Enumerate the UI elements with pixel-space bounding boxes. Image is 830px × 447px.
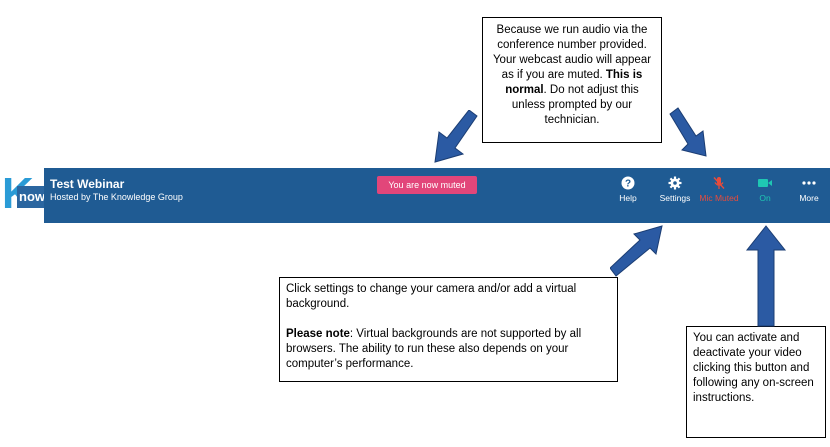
arrow-to-video <box>745 225 787 327</box>
muted-notification: You are now muted <box>377 176 477 194</box>
help-label: Help <box>619 193 637 203</box>
video-camera-icon <box>758 179 772 187</box>
gear-icon <box>668 176 682 190</box>
webinar-title: Test Webinar <box>50 177 125 191</box>
video-toggle-button[interactable]: On <box>740 176 790 203</box>
webinar-toolbar: Test Webinar Hosted by The Knowledge Gro… <box>44 168 830 223</box>
audio-callout-text-1: Because we run audio via the conference … <box>492 24 652 81</box>
settings-label: Settings <box>659 193 691 203</box>
more-label: More <box>799 193 819 203</box>
mic-muted-icon <box>713 177 725 189</box>
arrow-to-muted-banner <box>434 110 478 163</box>
svg-text:?: ? <box>625 179 631 190</box>
more-dots-icon <box>802 181 816 185</box>
arrow-to-settings <box>610 225 663 277</box>
settings-callout-note: Please note: Virtual backgrounds are not… <box>286 327 611 372</box>
audio-callout-bold: This is normal <box>505 69 643 96</box>
help-icon: ? <box>621 176 635 190</box>
settings-note-text: : Virtual backgrounds are not supported … <box>286 328 582 370</box>
video-label: On <box>759 193 771 203</box>
video-callout: You can activate and deactivate your vid… <box>686 326 826 438</box>
video-callout-text: You can activate and deactivate your vid… <box>693 332 814 404</box>
settings-button[interactable]: Settings <box>650 176 700 203</box>
mic-label: Mic Muted <box>699 193 739 203</box>
more-button[interactable]: More <box>784 176 830 203</box>
audio-callout-text-2: . Do not adjust this unless prompted by … <box>511 84 639 126</box>
audio-callout: Because we run audio via the conference … <box>482 17 662 143</box>
help-button[interactable]: ? Help <box>603 176 653 203</box>
webinar-host: Hosted by The Knowledge Group <box>50 192 183 202</box>
settings-callout-line1: Click settings to change your camera and… <box>286 283 577 310</box>
settings-callout: Click settings to change your camera and… <box>279 277 618 382</box>
know-logo: K now <box>0 168 45 222</box>
settings-note-label: Please note <box>286 328 350 340</box>
mic-toggle-button[interactable]: Mic Muted <box>694 176 744 203</box>
logo-word: now <box>17 186 45 208</box>
arrow-to-mic <box>669 107 707 157</box>
